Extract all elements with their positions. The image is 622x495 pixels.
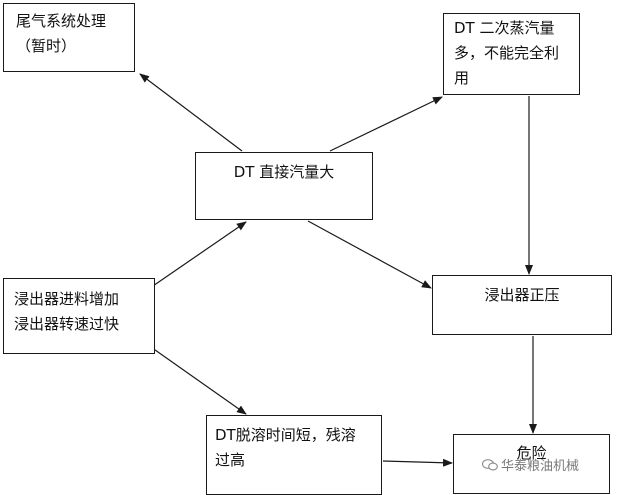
node-text-line: 浸出器进料增加 (14, 290, 120, 308)
node-text-line: 浸出器正压 (484, 286, 560, 304)
arrow-dt-direct-to-exhaust (139, 73, 243, 152)
watermark-text: 华泰粮油机械 (501, 459, 580, 474)
node-dt-direct-steam: DT 直接汽量大 (195, 152, 373, 220)
node-text-line: 尾气系统处理 (16, 12, 107, 30)
node-text-line: 危险 (516, 444, 547, 462)
arrow-feed-to-desolv (147, 344, 247, 415)
wechat-icon (482, 458, 498, 470)
node-extractor-feed: 浸出器进料增加 浸出器转速过快 (3, 278, 155, 354)
node-text-line: 浸出器转速过快 (14, 315, 120, 333)
node-text-line: DT 直接汽量大 (233, 163, 335, 181)
arrow-dt-direct-to-dt-steam (329, 96, 443, 152)
node-text-line: 用 (454, 69, 470, 87)
arrow-dt-direct-to-pressure (307, 220, 432, 289)
node-text-line: 多，不能完全利 (454, 44, 560, 62)
node-text-line: DT 二次蒸汽量 (454, 19, 555, 37)
node-dt-secondary-steam: DT 二次蒸汽量 多，不能完全利 用 (443, 13, 580, 95)
arrow-feed-to-dt-direct (149, 221, 247, 289)
node-danger: 危险 (453, 434, 610, 494)
node-dt-desolventizing: DT脱溶时间短，残溶 过高 (206, 415, 382, 495)
node-exhaust-treatment: 尾气系统处理 （暂时） (3, 3, 135, 72)
node-text-line: （暂时） (16, 37, 77, 55)
arrow-desolv-to-danger (382, 458, 453, 467)
node-text-line: 过高 (215, 451, 246, 469)
node-extractor-positive-pressure: 浸出器正压 (432, 275, 612, 335)
watermark: 华泰粮油机械 (482, 455, 579, 474)
node-text-line: DT脱溶时间短，残溶 (215, 426, 356, 444)
